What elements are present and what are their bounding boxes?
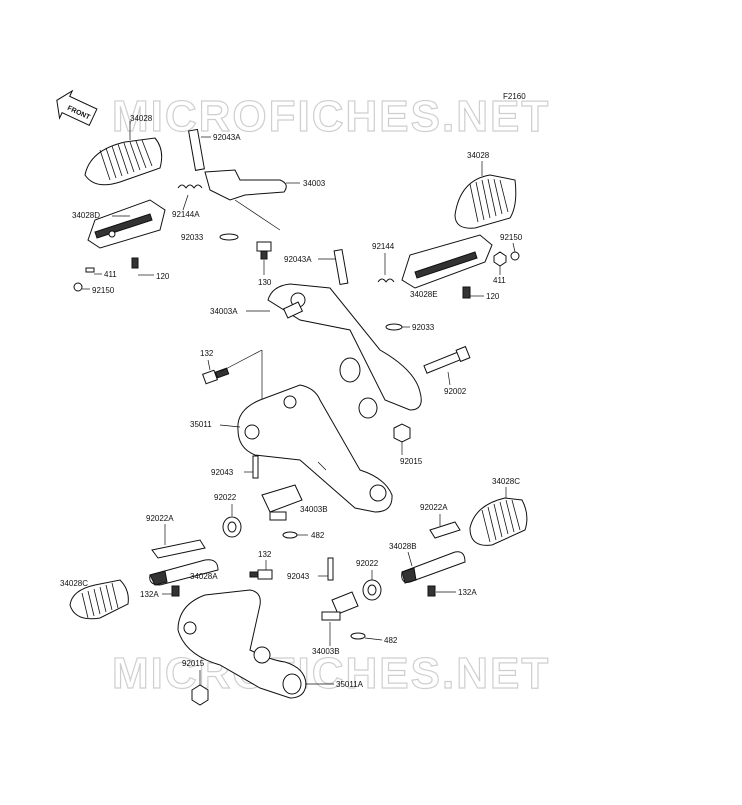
label-34028-top-left: 34028 xyxy=(130,114,153,123)
diagram-code: F2160 xyxy=(503,92,526,101)
pin-92043-low-icon xyxy=(327,557,334,581)
label-482-mid: 482 xyxy=(311,531,325,540)
label-92043-mid: 92043 xyxy=(211,468,234,477)
bolt-132A-right-icon xyxy=(427,585,436,597)
label-92015-right: 92015 xyxy=(400,457,423,466)
label-34028-top-right: 34028 xyxy=(467,151,490,160)
label-132-mid: 132 xyxy=(258,550,272,559)
washer-92033-right-icon xyxy=(385,323,403,331)
label-34028C-left: 34028C xyxy=(60,579,88,588)
footpeg-shaft-34028A xyxy=(149,559,219,586)
plate-92022A-left xyxy=(151,539,206,559)
watermark-top: MICROFICHES.NET xyxy=(112,92,550,141)
label-92043A-mid: 92043A xyxy=(284,255,312,264)
bolt-130-icon xyxy=(256,241,272,260)
pin-92043A-top-icon xyxy=(188,128,205,171)
label-35011: 35011 xyxy=(190,420,212,429)
label-482-low: 482 xyxy=(384,636,398,645)
label-132-top: 132 xyxy=(200,349,214,358)
footpeg-bracket-34028D xyxy=(87,199,166,249)
label-411-left: 411 xyxy=(104,270,117,279)
label-92022-right: 92022 xyxy=(356,559,379,568)
label-120-right: 120 xyxy=(486,292,500,301)
front-arrow-icon: FRONT xyxy=(56,89,98,127)
plate-92022A-right xyxy=(429,521,461,539)
footpeg-shaft-34028B xyxy=(401,551,466,584)
label-92002: 92002 xyxy=(444,387,467,396)
nut-411-right-icon xyxy=(493,251,507,267)
label-411-right: 411 xyxy=(493,276,506,285)
label-130: 130 xyxy=(258,278,272,287)
label-34028D: 34028D xyxy=(72,211,100,220)
bolt-92150-right-icon xyxy=(510,251,520,261)
label-92150-left: 92150 xyxy=(92,286,115,295)
label-35011A: 35011A xyxy=(336,680,364,689)
washer-482-low-icon xyxy=(350,632,366,640)
label-34003B-mid: 34003B xyxy=(300,505,328,514)
bolt-92150-left-icon xyxy=(73,282,83,292)
nut-92015-right-icon xyxy=(393,423,411,443)
bolt-120-right-icon xyxy=(462,286,471,299)
watermark-bottom: MICROFICHES.NET xyxy=(112,649,550,698)
pin-92043-mid-icon xyxy=(252,455,259,479)
bracket-34003B-low xyxy=(321,591,359,621)
footpeg-rubber-top-left xyxy=(84,137,163,186)
label-34028C-right: 34028C xyxy=(492,477,520,486)
bracket-34003 xyxy=(204,169,287,201)
label-34003B-low: 34003B xyxy=(312,647,340,656)
nut-92015-left-icon xyxy=(191,684,209,706)
bracket-34003A xyxy=(267,283,422,411)
bolt-132-top-icon xyxy=(202,367,230,385)
label-92150-right: 92150 xyxy=(500,233,523,242)
spring-92144-icon xyxy=(377,278,395,283)
label-34028E: 34028E xyxy=(410,290,438,299)
label-92022A-left: 92022A xyxy=(146,514,174,523)
spring-92144A-icon xyxy=(177,184,203,189)
footpeg-rubber-34028C-right xyxy=(469,497,528,546)
label-132A-right: 132A xyxy=(458,588,477,597)
label-92043-low: 92043 xyxy=(287,572,310,581)
label-120-left: 120 xyxy=(156,272,170,281)
label-92144: 92144 xyxy=(372,242,395,251)
footpeg-rubber-top-right xyxy=(454,174,517,229)
footrest-plate-35011 xyxy=(237,384,393,513)
label-34028B: 34028B xyxy=(389,542,417,551)
pin-411-left-icon xyxy=(85,267,95,273)
bracket-34003B-mid xyxy=(261,484,303,521)
washer-482-mid-icon xyxy=(282,531,298,539)
label-92022A-right: 92022A xyxy=(420,503,448,512)
washer-92033-left-icon xyxy=(219,233,239,241)
bolt-132A-left-icon xyxy=(171,585,180,597)
label-92022-left: 92022 xyxy=(214,493,237,502)
pin-92043A-mid-icon xyxy=(333,248,349,286)
label-132A-left: 132A xyxy=(140,590,159,599)
footrest-plate-35011A xyxy=(177,589,307,699)
label-34003: 34003 xyxy=(303,179,326,188)
bolt-120-left-icon xyxy=(131,257,139,269)
bolt-132-mid-icon xyxy=(249,569,273,580)
label-92043A-top: 92043A xyxy=(213,133,241,142)
footpeg-rubber-34028C-left xyxy=(69,579,129,620)
bolt-92002-icon xyxy=(423,345,471,374)
label-34028A: 34028A xyxy=(190,572,218,581)
label-92033-right: 92033 xyxy=(412,323,435,332)
footpeg-bracket-34028E xyxy=(401,234,493,289)
label-92015-left: 92015 xyxy=(182,659,205,668)
label-92033-left: 92033 xyxy=(181,233,204,242)
label-92144A: 92144A xyxy=(172,210,200,219)
label-34003A: 34003A xyxy=(210,307,238,316)
